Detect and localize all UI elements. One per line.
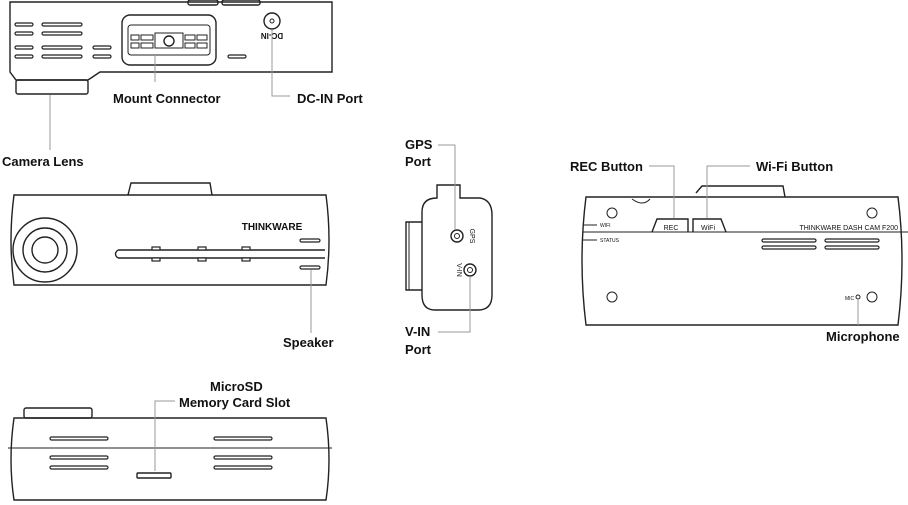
label-gps-port-1: GPS <box>405 137 433 152</box>
label-microsd-1: MicroSD <box>210 379 263 394</box>
label-camera-lens: Camera Lens <box>2 154 84 169</box>
label-speaker: Speaker <box>283 335 334 350</box>
label-dc-in-port: DC-IN Port <box>297 91 363 106</box>
label-gps-port-2: Port <box>405 154 432 169</box>
brand-logo: THINKWARE <box>242 222 303 233</box>
microsd-slot <box>136 472 172 479</box>
rear-view: WIFI STATUS REC WiFi THINKWARE DASH CAM … <box>570 159 908 344</box>
rec-button[interactable]: REC <box>651 218 689 233</box>
rec-button-label: REC <box>664 225 679 232</box>
status-led-marking: STATUS <box>600 238 620 244</box>
v-in-port <box>463 263 477 277</box>
side-view: GPS V-IN GPS Port V-IN Port <box>405 137 493 357</box>
mic-marking: MIC <box>845 296 855 302</box>
bottom-view: MicroSD Memory Card Slot <box>8 379 332 501</box>
wifi-button-label: WiFi <box>701 225 715 232</box>
gps-port <box>450 229 464 243</box>
gps-marking: GPS <box>468 229 475 244</box>
label-rec-button: REC Button <box>570 159 643 174</box>
label-v-in-port-1: V-IN <box>405 324 430 339</box>
screw-icon <box>163 35 175 47</box>
v-in-marking: V-IN <box>455 263 462 277</box>
speaker-grille <box>299 265 321 270</box>
label-wifi-button: Wi-Fi Button <box>756 159 833 174</box>
wifi-led-marking: WIFI <box>600 223 611 229</box>
top-view: DC-IN Mount Connector DC-IN Port Camera … <box>2 0 363 169</box>
camera-lens <box>12 217 78 283</box>
microphone <box>855 294 861 300</box>
mount-connector <box>121 14 217 66</box>
label-mount-connector: Mount Connector <box>113 91 221 106</box>
label-microphone: Microphone <box>826 329 900 344</box>
label-v-in-port-2: Port <box>405 342 432 357</box>
wifi-button[interactable]: WiFi <box>692 218 727 233</box>
label-microsd-2: Memory Card Slot <box>179 395 291 410</box>
front-view: THINKWARE Speaker <box>10 182 334 350</box>
vent-slots <box>14 22 247 59</box>
model-marking: THINKWARE DASH CAM F200 <box>799 225 898 232</box>
dc-in-port <box>263 12 281 30</box>
